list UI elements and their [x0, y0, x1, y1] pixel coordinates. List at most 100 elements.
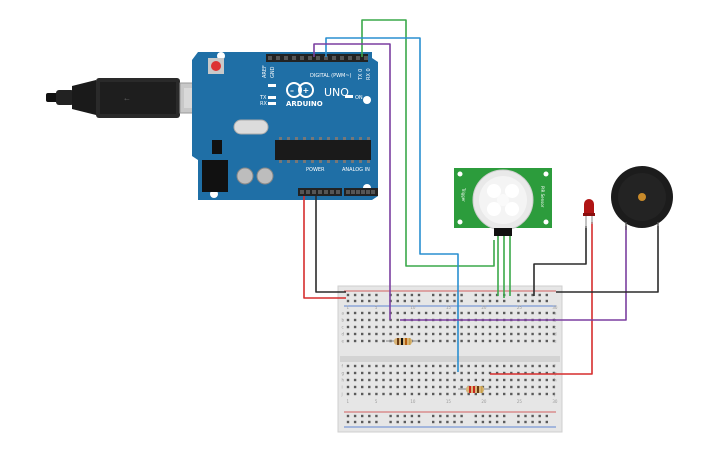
breadboard-hole[interactable]	[474, 378, 477, 382]
breadboard-hole[interactable]	[517, 378, 520, 382]
breadboard-hole[interactable]	[424, 339, 428, 343]
breadboard-hole[interactable]	[545, 385, 548, 389]
breadboard-hole[interactable]	[382, 371, 385, 375]
breadboard-hole[interactable]	[368, 299, 371, 303]
breadboard-hole[interactable]	[375, 332, 378, 336]
breadboard-hole[interactable]	[368, 420, 371, 424]
breadboard-hole[interactable]	[545, 420, 548, 424]
breadboard-hole[interactable]	[538, 371, 541, 375]
breadboard-hole[interactable]	[439, 420, 442, 424]
breadboard-hole[interactable]	[382, 318, 385, 322]
breadboard-hole[interactable]	[417, 420, 421, 424]
breadboard-hole[interactable]	[510, 364, 513, 368]
wire-buzzer-purple[interactable]	[400, 226, 627, 321]
breadboard-hole[interactable]	[446, 385, 449, 389]
breadboard-hole[interactable]	[353, 420, 357, 424]
breadboard-hole[interactable]	[396, 325, 399, 329]
breadboard-hole[interactable]	[361, 325, 364, 329]
breadboard-hole[interactable]	[453, 414, 456, 418]
breadboard-hole[interactable]	[503, 378, 506, 382]
breadboard-hole[interactable]	[439, 371, 442, 375]
breadboard-hole[interactable]	[545, 311, 548, 315]
breadboard-hole[interactable]	[510, 385, 513, 389]
breadboard-hole[interactable]	[538, 332, 541, 336]
breadboard-hole[interactable]	[524, 392, 527, 396]
breadboard-hole[interactable]	[410, 385, 414, 389]
breadboard-hole[interactable]	[403, 299, 406, 303]
breadboard-hole[interactable]	[524, 325, 527, 329]
breadboard-hole[interactable]	[389, 414, 392, 418]
breadboard-hole[interactable]	[375, 293, 378, 297]
breadboard-hole[interactable]	[432, 378, 435, 382]
breadboard-hole[interactable]	[531, 385, 534, 389]
breadboard-hole[interactable]	[474, 293, 477, 297]
red-led[interactable]	[583, 199, 595, 228]
breadboard-hole[interactable]	[517, 299, 520, 303]
breadboard-hole[interactable]	[403, 385, 406, 389]
breadboard-hole[interactable]	[410, 371, 414, 375]
breadboard-hole[interactable]	[474, 414, 477, 418]
breadboard-hole[interactable]	[375, 325, 378, 329]
breadboard-hole[interactable]	[417, 325, 421, 329]
breadboard-hole[interactable]	[474, 332, 477, 336]
breadboard-hole[interactable]	[545, 293, 548, 297]
breadboard-hole[interactable]	[524, 385, 527, 389]
breadboard-hole[interactable]	[432, 299, 435, 303]
breadboard-hole[interactable]	[453, 311, 456, 315]
breadboard-hole[interactable]	[432, 385, 435, 389]
breadboard-hole[interactable]	[346, 371, 350, 375]
breadboard-hole[interactable]	[531, 414, 534, 418]
breadboard-hole[interactable]	[361, 385, 364, 389]
breadboard-hole[interactable]	[353, 392, 357, 396]
breadboard-hole[interactable]	[446, 414, 449, 418]
breadboard-hole[interactable]	[353, 378, 357, 382]
breadboard-hole[interactable]	[368, 392, 371, 396]
breadboard-hole[interactable]	[460, 392, 463, 396]
breadboard-hole[interactable]	[495, 332, 499, 336]
breadboard-hole[interactable]	[467, 392, 470, 396]
breadboard-hole[interactable]	[453, 293, 456, 297]
breadboard-hole[interactable]	[503, 392, 506, 396]
breadboard-hole[interactable]	[432, 420, 435, 424]
breadboard-hole[interactable]	[460, 332, 463, 336]
breadboard-hole[interactable]	[503, 371, 506, 375]
breadboard-hole[interactable]	[467, 311, 470, 315]
breadboard-hole[interactable]	[417, 414, 421, 418]
breadboard-hole[interactable]	[517, 385, 520, 389]
breadboard-hole[interactable]	[460, 378, 463, 382]
breadboard-hole[interactable]	[517, 332, 520, 336]
breadboard-hole[interactable]	[353, 293, 357, 297]
wire-gnd-black[interactable]	[315, 196, 346, 293]
breadboard-hole[interactable]	[474, 325, 477, 329]
breadboard-hole[interactable]	[495, 392, 499, 396]
breadboard-hole[interactable]	[346, 299, 350, 303]
breadboard-hole[interactable]	[517, 339, 520, 343]
breadboard-hole[interactable]	[545, 299, 548, 303]
breadboard-hole[interactable]	[545, 325, 548, 329]
breadboard-hole[interactable]	[495, 325, 499, 329]
breadboard-hole[interactable]	[432, 414, 435, 418]
breadboard-hole[interactable]	[389, 332, 392, 336]
breadboard-hole[interactable]	[403, 371, 406, 375]
breadboard-hole[interactable]	[481, 392, 485, 396]
breadboard-hole[interactable]	[481, 371, 485, 375]
breadboard-hole[interactable]	[467, 339, 470, 343]
breadboard-hole[interactable]	[545, 364, 548, 368]
breadboard-hole[interactable]	[488, 414, 492, 418]
breadboard-hole[interactable]	[396, 332, 399, 336]
breadboard-hole[interactable]	[375, 364, 378, 368]
breadboard-hole[interactable]	[382, 385, 385, 389]
breadboard-hole[interactable]	[531, 371, 534, 375]
breadboard-hole[interactable]	[353, 325, 357, 329]
breadboard-hole[interactable]	[517, 311, 520, 315]
breadboard-hole[interactable]	[503, 311, 506, 315]
breadboard-hole[interactable]	[524, 364, 527, 368]
breadboard-hole[interactable]	[361, 378, 364, 382]
breadboard-hole[interactable]	[538, 293, 541, 297]
breadboard-hole[interactable]	[417, 311, 421, 315]
breadboard-hole[interactable]	[531, 325, 534, 329]
breadboard-hole[interactable]	[424, 332, 428, 336]
breadboard-hole[interactable]	[361, 293, 364, 297]
breadboard-hole[interactable]	[361, 420, 364, 424]
breadboard-hole[interactable]	[552, 378, 556, 382]
